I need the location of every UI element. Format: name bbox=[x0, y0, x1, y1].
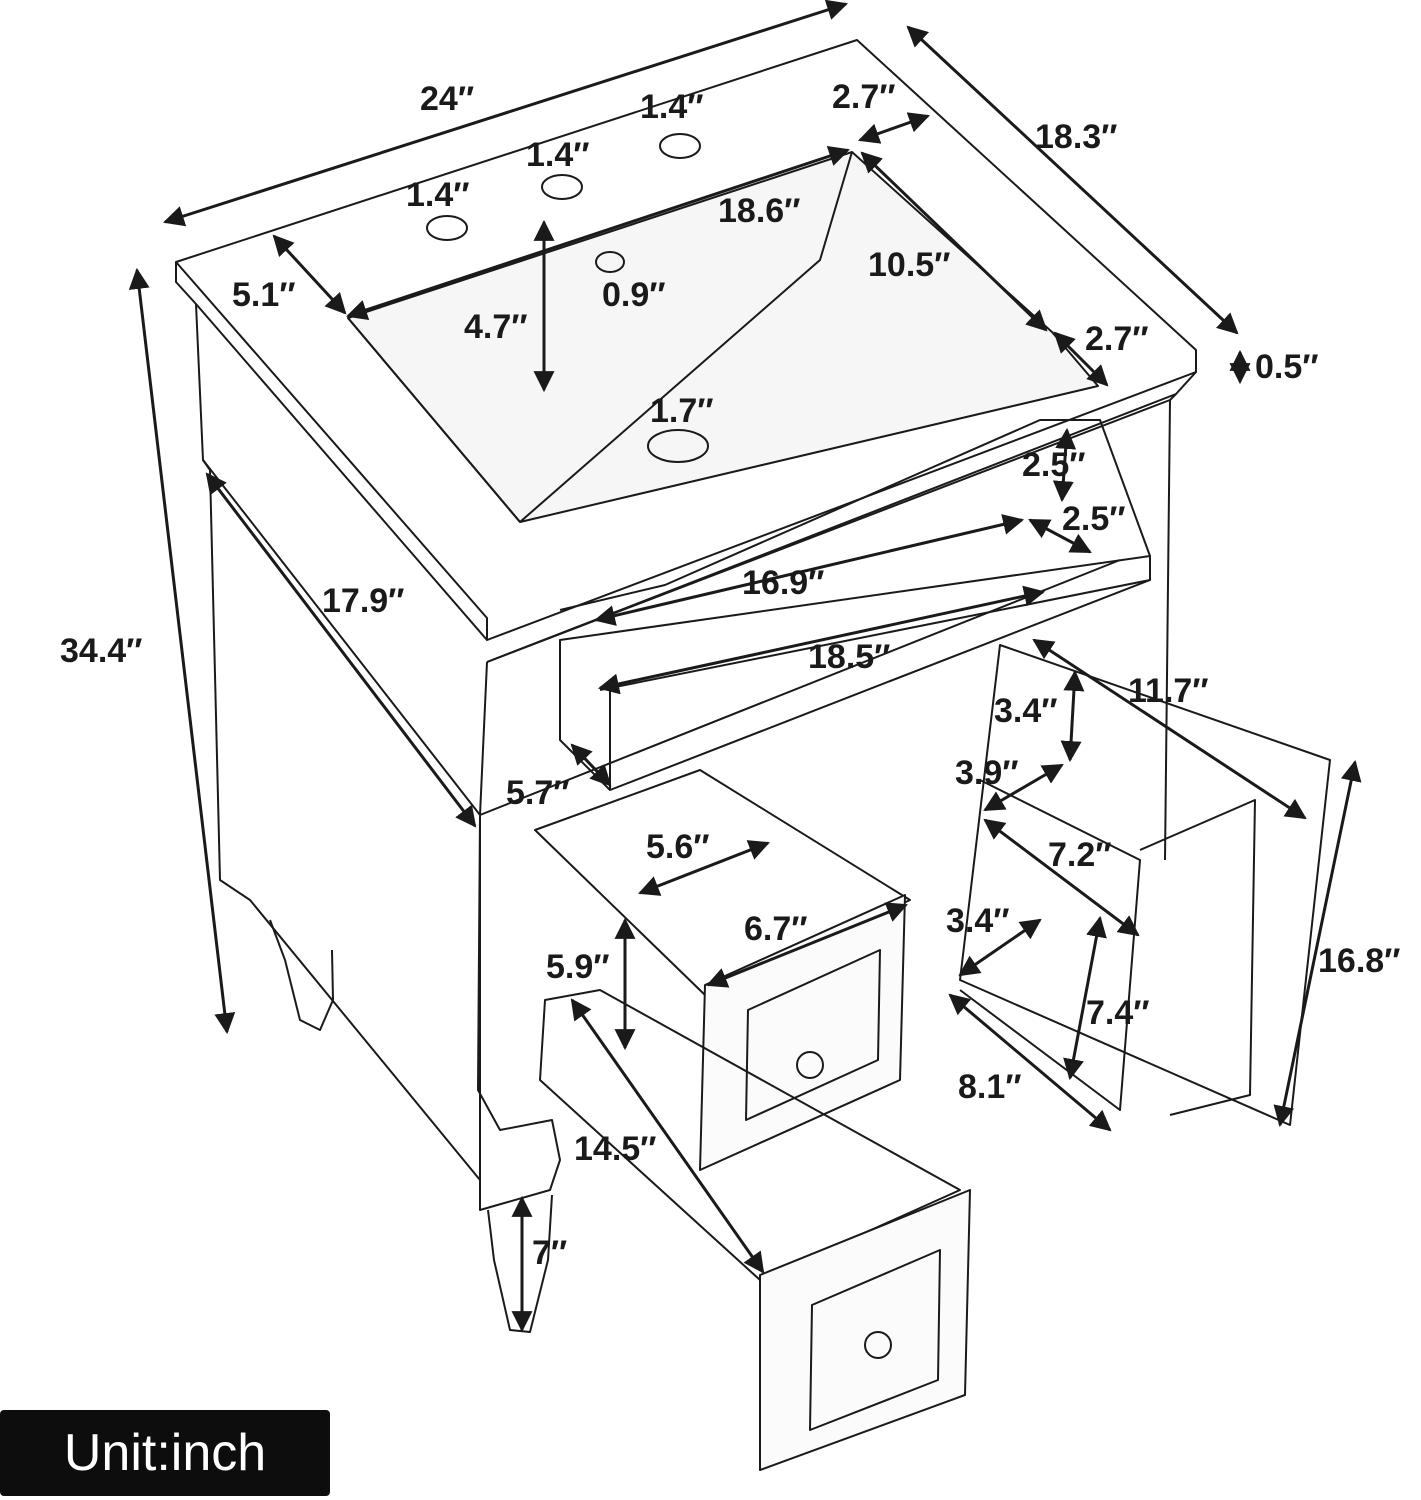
dim-line-6-7 bbox=[706, 902, 908, 988]
dim-line-8-1 bbox=[948, 993, 1112, 1132]
label-front-margin: 5.1″ bbox=[232, 276, 296, 314]
label-cabinet-depth: 17.9″ bbox=[322, 582, 404, 620]
label-faucet-hole-3: 1.4″ bbox=[640, 88, 704, 126]
label-top-drawer-front-width: 18.5″ bbox=[808, 638, 890, 676]
label-back-margin: 2.7″ bbox=[832, 78, 896, 116]
label-top-drawer-height: 5.7″ bbox=[506, 774, 570, 812]
dim-line-14-5 bbox=[570, 998, 765, 1274]
dimension-lines bbox=[128, 0, 1362, 1333]
label-small-drawer-inner-width: 5.6″ bbox=[646, 828, 710, 866]
dim-line-2-7-top bbox=[858, 112, 930, 144]
dim-line-18-3 bbox=[906, 25, 1239, 335]
label-shelf-gap-mid: 3.9″ bbox=[955, 754, 1019, 792]
interior-shelf bbox=[959, 779, 1141, 1111]
drain-hole bbox=[647, 429, 709, 463]
label-drawer-length: 14.5″ bbox=[574, 1130, 656, 1168]
front-pillar bbox=[477, 814, 561, 1211]
dim-line-24 bbox=[162, 0, 849, 227]
dim-line-18-6 bbox=[346, 145, 850, 321]
faucet-hole-1 bbox=[426, 215, 468, 241]
label-small-drawer-height: 5.9″ bbox=[546, 948, 610, 986]
dim-line-2-5-a bbox=[1052, 427, 1077, 503]
dim-line-16-8 bbox=[1273, 759, 1362, 1128]
label-leg-height: 7″ bbox=[532, 1234, 567, 1272]
dim-line-3-4-low bbox=[958, 918, 1042, 977]
dim-line-17-9 bbox=[205, 472, 477, 828]
dim-line-5-1 bbox=[272, 234, 347, 315]
label-shelf-width: 8.1″ bbox=[958, 1068, 1022, 1106]
label-top-width: 24″ bbox=[420, 80, 474, 118]
label-shelf-gap-low: 3.4″ bbox=[946, 902, 1010, 940]
label-shelf-height: 7.4″ bbox=[1086, 994, 1150, 1032]
dim-line-5-7 bbox=[570, 743, 612, 787]
dim-line-18-5 bbox=[597, 585, 1046, 695]
faucet-hole-3 bbox=[659, 133, 701, 159]
label-basin-width: 18.6″ bbox=[718, 192, 800, 230]
dimension-labels: 24″ 18.3″ 0.5″ 1.4″ 1.4″ 1.4″ 2.7″ 18.6″… bbox=[60, 78, 1400, 1272]
label-door-height: 16.8″ bbox=[1318, 942, 1400, 980]
dim-line-2-7-side bbox=[1053, 331, 1109, 387]
label-basin-depth: 10.5″ bbox=[868, 246, 950, 284]
label-door-width: 11.7″ bbox=[1128, 672, 1209, 710]
label-basin-height: 4.7″ bbox=[464, 308, 528, 346]
dim-line-34-4 bbox=[128, 267, 236, 1035]
label-top-drawer-h2: 2.5″ bbox=[1062, 500, 1126, 538]
label-shelf-depth: 7.2″ bbox=[1048, 836, 1112, 874]
unit-label: Unit:inch bbox=[63, 1424, 267, 1482]
label-overflow-hole: 0.9″ bbox=[602, 276, 666, 314]
dim-line-10-5 bbox=[860, 151, 1048, 332]
label-total-height: 34.4″ bbox=[60, 632, 142, 670]
dim-line-3-9 bbox=[983, 763, 1064, 812]
label-faucet-hole-2: 1.4″ bbox=[526, 136, 590, 174]
dim-line-2-5-b bbox=[1028, 518, 1092, 554]
label-top-drawer-h1: 2.5″ bbox=[1022, 446, 1086, 484]
faucet-hole-2 bbox=[541, 174, 583, 200]
small-drawer-knob bbox=[796, 1051, 824, 1079]
dim-line-7-2 bbox=[983, 818, 1140, 937]
label-side-margin: 2.7″ bbox=[1085, 320, 1149, 358]
large-drawer-knob bbox=[864, 1331, 892, 1359]
label-drain-hole: 1.7″ bbox=[650, 392, 714, 430]
label-shelf-gap-top: 3.4″ bbox=[994, 692, 1058, 730]
label-small-drawer-front-width: 6.7″ bbox=[744, 910, 808, 948]
label-top-drawer-width: 16.9″ bbox=[742, 564, 824, 602]
dim-line-5-6 bbox=[638, 840, 770, 896]
back-leg bbox=[269, 919, 334, 1031]
label-faucet-hole-1: 1.4″ bbox=[406, 176, 470, 214]
dim-line-11-7 bbox=[1032, 638, 1307, 820]
small-drawer-box bbox=[534, 769, 911, 996]
label-top-depth: 18.3″ bbox=[1035, 118, 1117, 156]
label-top-thickness: 0.5″ bbox=[1255, 348, 1319, 386]
dim-line-3-4-top bbox=[1060, 669, 1085, 763]
unit-label-box: Unit:inch bbox=[0, 1410, 330, 1496]
